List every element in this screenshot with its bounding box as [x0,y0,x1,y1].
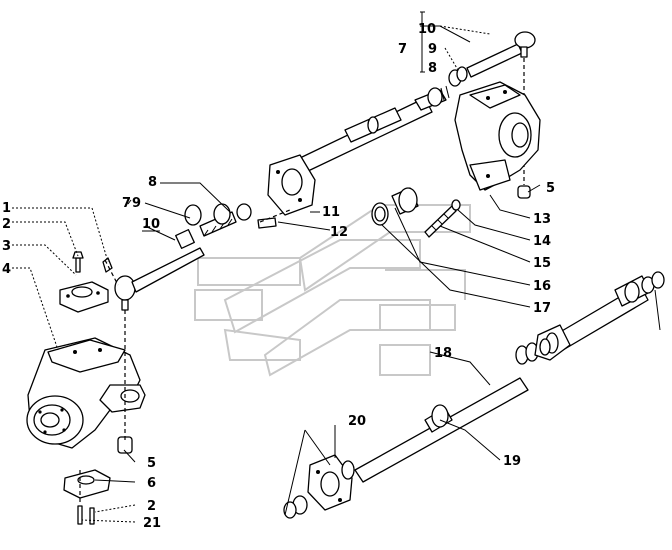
callout-2-lower: 2 [147,499,156,514]
leader-lines [12,11,541,523]
callout-14: 14 [533,234,551,249]
callout-10-right: 10 [418,22,436,37]
callout-3: 3 [2,239,11,254]
right-steering-knuckle [454,81,541,199]
callout-1: 1 [2,201,11,216]
callout-8-left: 8 [148,175,157,190]
callout-11: 11 [322,205,340,220]
callout-21: 21 [143,516,161,531]
callout-8-right: 8 [428,61,437,76]
callout-7-right: 7 [398,42,407,57]
callout-6: 6 [147,476,156,491]
callout-4: 4 [2,262,11,277]
callout-5-right: 5 [546,181,555,196]
lower-power-cylinder [283,271,665,519]
callout-9-right: 9 [428,42,437,57]
callout-19: 19 [503,454,521,469]
seal-and-bushing-parts [371,187,461,238]
callout-10-left: 10 [142,217,160,232]
callout-17: 17 [533,301,551,316]
callout-2-upper: 2 [2,217,11,232]
callout-16: 16 [533,279,551,294]
callout-9-left: 9 [132,196,141,211]
callout-20: 20 [348,414,366,429]
lower-ball-joint [63,436,133,525]
left-steering-knuckle [26,337,146,449]
upper-ball-joint-flange [59,251,113,313]
callout-18: 18 [434,346,452,361]
upper-tie-rod [267,31,536,216]
callout-15: 15 [533,256,551,271]
left-tie-rod-end [114,203,277,311]
callout-13: 13 [533,212,551,227]
callout-labels: 1 2 3 4 5 6 2 21 8 7 9 10 11 12 10 7 9 8… [2,22,555,531]
callout-12: 12 [330,225,348,240]
callout-7-left: 7 [122,196,131,211]
callout-5-left: 5 [147,456,156,471]
